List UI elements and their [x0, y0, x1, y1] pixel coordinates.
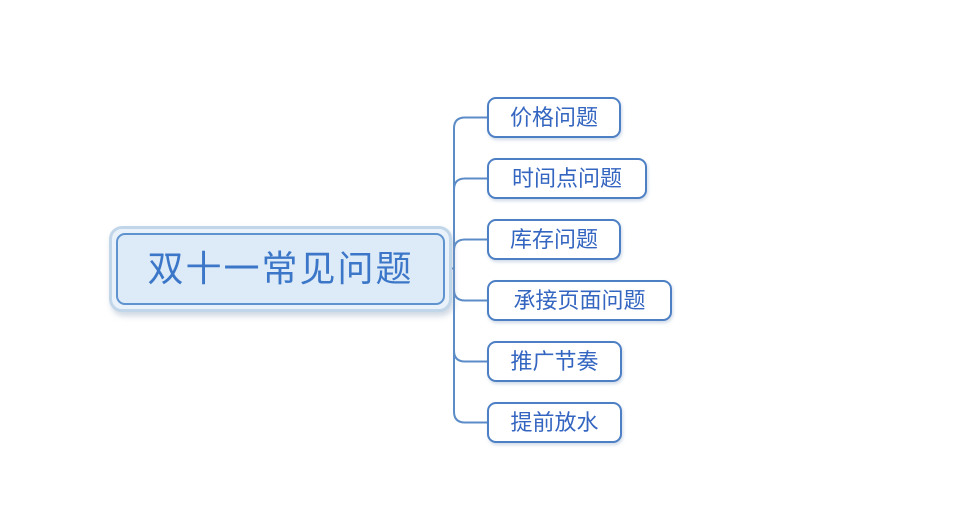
child-topic-promotion-rhythm[interactable]: 推广节奏: [487, 341, 622, 382]
child-topic-price[interactable]: 价格问题: [487, 97, 621, 138]
child-topic-label: 承接页面问题: [513, 287, 646, 313]
child-topic-label: 库存问题: [509, 226, 598, 252]
connector-branch-1: [453, 116, 488, 270]
child-topic-label: 提前放水: [510, 409, 599, 435]
child-topic-label: 时间点问题: [511, 165, 622, 191]
child-topic-landing-page[interactable]: 承接页面问题: [487, 280, 672, 321]
root-topic-node[interactable]: 双十一常见问题: [109, 226, 452, 312]
connector-branch-6: [453, 267, 488, 424]
connector-branch-2: [453, 177, 488, 270]
child-topic-inventory[interactable]: 库存问题: [487, 219, 621, 260]
connector-branch-5: [453, 267, 488, 363]
child-topic-timing[interactable]: 时间点问题: [487, 158, 647, 199]
root-topic-box: 双十一常见问题: [116, 233, 445, 305]
connector-branch-3: [453, 238, 488, 270]
child-topic-early-release[interactable]: 提前放水: [487, 402, 622, 443]
root-topic-label: 双十一常见问题: [147, 249, 414, 289]
connector-branch-4: [453, 267, 488, 302]
child-topic-label: 推广节奏: [510, 348, 599, 374]
child-topic-label: 价格问题: [509, 104, 598, 130]
